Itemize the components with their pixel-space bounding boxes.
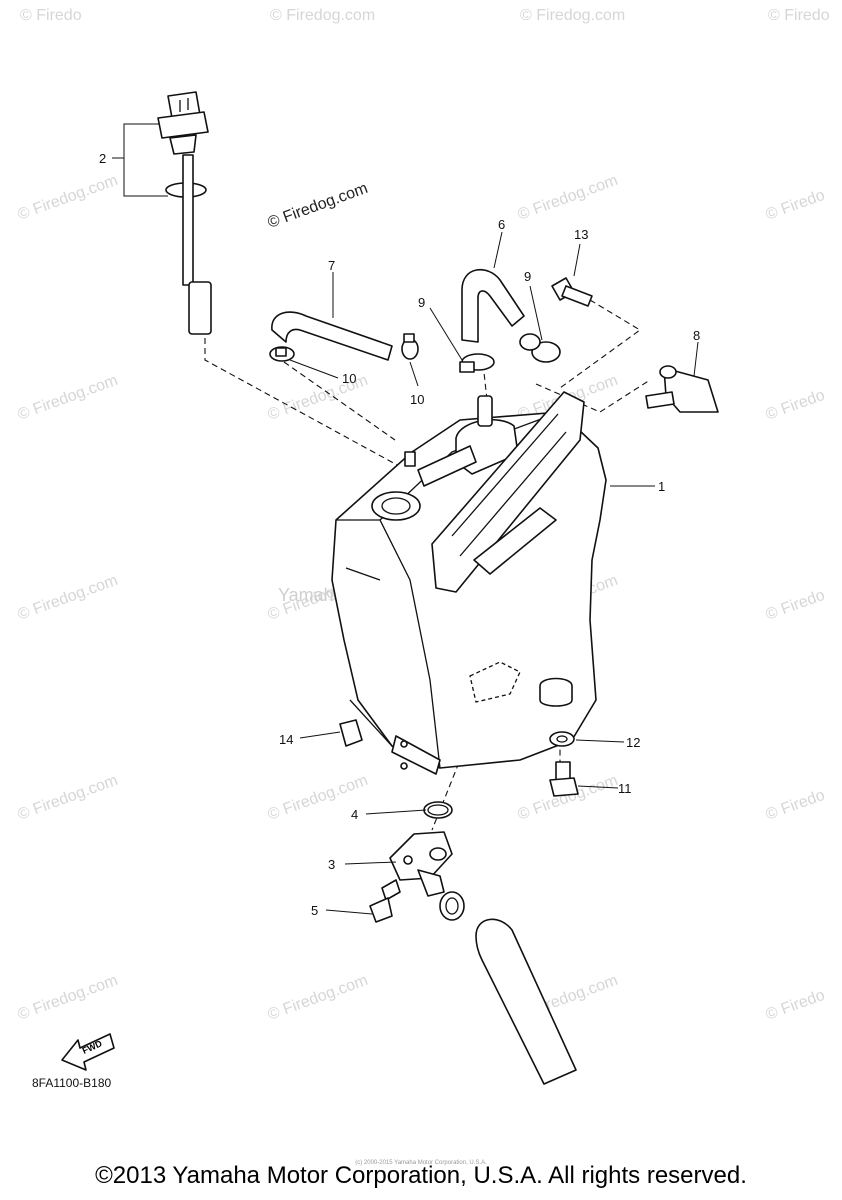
bolt-5 bbox=[369, 879, 401, 923]
callout-12: 12 bbox=[626, 735, 640, 750]
o-ring-4 bbox=[423, 801, 453, 819]
forward-arrow-icon: FWD bbox=[61, 1033, 115, 1071]
leader-2 bbox=[112, 123, 168, 197]
watermark-tile: © Firedog.com bbox=[516, 172, 621, 224]
outlet-hose bbox=[475, 918, 577, 1085]
callout-8: 8 bbox=[693, 328, 700, 343]
watermark-tile: © Firedo bbox=[20, 7, 82, 24]
callout-2: 2 bbox=[99, 151, 106, 166]
assembly-line-hose6 bbox=[481, 353, 488, 401]
leader-12 bbox=[575, 739, 625, 743]
assembly-line-bolt13 bbox=[559, 299, 641, 389]
callout-1: 1 bbox=[658, 479, 665, 494]
leader-10b bbox=[409, 361, 419, 387]
watermark-tile: © Firedo bbox=[764, 587, 828, 624]
flange-fitting-3 bbox=[389, 831, 453, 897]
leader-3 bbox=[344, 861, 397, 865]
hose-clamp-9-right bbox=[519, 333, 561, 363]
oil-tank-1 bbox=[331, 391, 607, 775]
watermark-tile: © Firedog.com bbox=[16, 172, 121, 224]
oil-hose-6 bbox=[461, 268, 525, 343]
firedog-watermark: © Firedog.com bbox=[266, 180, 371, 232]
callout-4: 4 bbox=[351, 807, 358, 822]
hose-clamp-9-left bbox=[459, 353, 495, 373]
breather-hose-7 bbox=[271, 311, 393, 361]
hose-clamp-10-left bbox=[269, 346, 295, 362]
copyright-notice: ©2013 Yamaha Motor Corporation, U.S.A. A… bbox=[95, 1162, 747, 1189]
leader-4 bbox=[365, 809, 427, 815]
callout-11: 11 bbox=[618, 781, 632, 796]
watermark-tile: © Firedog.com bbox=[16, 972, 121, 1024]
callout-9a: 9 bbox=[418, 295, 425, 310]
leader-9b bbox=[529, 285, 543, 341]
joint-8 bbox=[645, 365, 719, 413]
assembly-line-joint8 bbox=[535, 379, 651, 413]
callout-13: 13 bbox=[574, 227, 588, 242]
leader-11 bbox=[577, 785, 619, 789]
hose-clamp-10-right bbox=[401, 333, 419, 360]
watermark-tile: © Firedo bbox=[768, 7, 830, 24]
watermark-tile: © Firedo bbox=[764, 387, 828, 424]
leader-13 bbox=[573, 243, 581, 277]
assembly-line-hose7 bbox=[283, 361, 396, 441]
bolt-13 bbox=[551, 277, 593, 307]
leader-5 bbox=[325, 909, 373, 915]
callout-14: 14 bbox=[279, 732, 293, 747]
watermark-tile: © Firedog.com bbox=[266, 972, 371, 1024]
watermark-tile: © Firedog.com bbox=[16, 372, 121, 424]
callout-7: 7 bbox=[328, 258, 335, 273]
leader-10a bbox=[289, 359, 339, 379]
leader-9a bbox=[429, 307, 463, 361]
oil-level-gauge bbox=[157, 91, 212, 335]
watermark-tile: © Firedog.com bbox=[16, 772, 121, 824]
leader-14 bbox=[299, 731, 341, 739]
diagram-code: 8FA1100-B180 bbox=[32, 1076, 112, 1090]
callout-6: 6 bbox=[498, 217, 505, 232]
fine-print: (c) 2000-2015 Yamaha Motor Corporation, … bbox=[355, 1160, 487, 1166]
watermark-tile: © Firedog.com bbox=[270, 7, 375, 24]
callout-10b: 10 bbox=[410, 392, 424, 407]
watermark-tile: © Firedo bbox=[764, 987, 828, 1024]
watermark-tile: © Firedo bbox=[764, 187, 828, 224]
callout-3: 3 bbox=[328, 857, 335, 872]
callout-5: 5 bbox=[311, 903, 318, 918]
outlet-hose-clamp bbox=[439, 891, 465, 921]
leader-6 bbox=[493, 231, 503, 269]
watermark-tile: © Firedo bbox=[764, 787, 828, 824]
watermark-tile: © Firedog.com bbox=[520, 7, 625, 24]
callout-10a: 10 bbox=[342, 371, 356, 386]
collar-nut-14 bbox=[339, 719, 363, 747]
leader-8 bbox=[693, 341, 699, 377]
drain-bolt-11 bbox=[549, 761, 579, 797]
washer-12 bbox=[549, 731, 575, 747]
callout-9b: 9 bbox=[524, 269, 531, 284]
assembly-line-gauge bbox=[204, 338, 411, 473]
watermark-tile: © Firedog.com bbox=[16, 572, 121, 624]
